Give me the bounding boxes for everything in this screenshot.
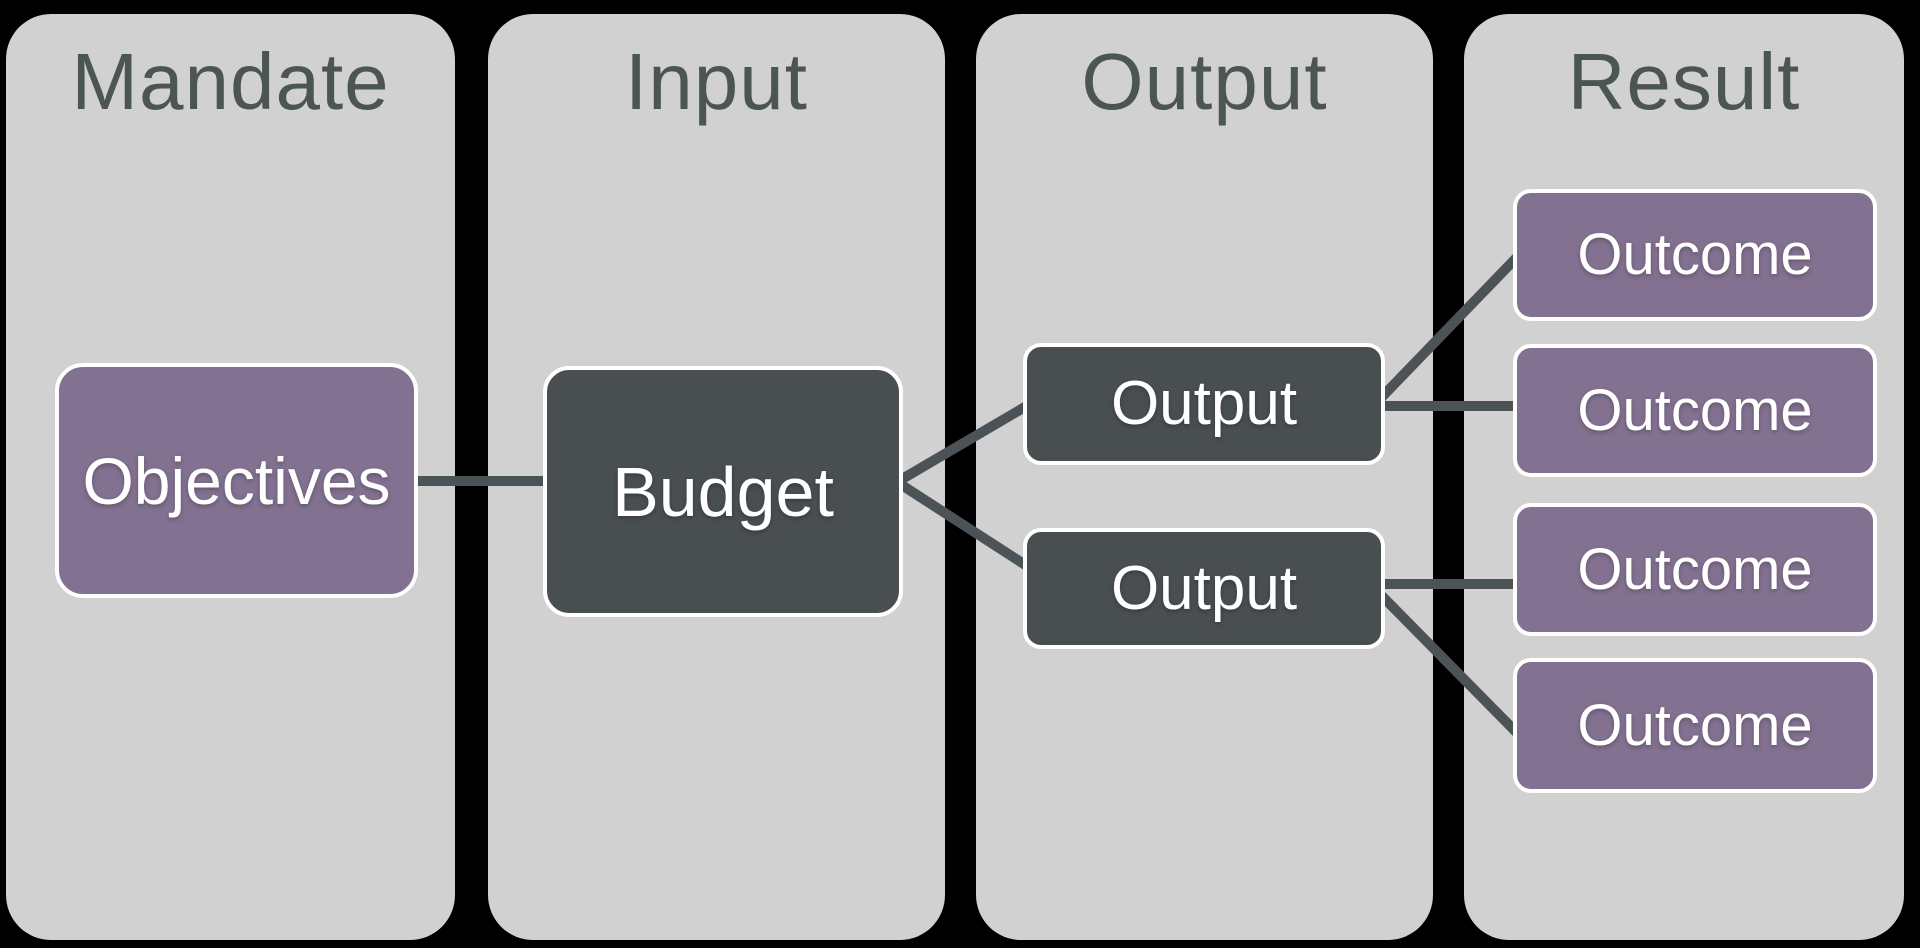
node-outcome-2: Outcome <box>1513 344 1877 477</box>
node-budget-label: Budget <box>612 452 834 531</box>
node-output-2-label: Output <box>1110 553 1298 623</box>
node-budget: Budget <box>543 366 903 617</box>
column-output: Output <box>976 14 1433 940</box>
node-output-1-label: Output <box>1110 369 1298 438</box>
node-output-1: Output <box>1023 343 1385 465</box>
column-result: Result <box>1464 14 1904 940</box>
node-outcome-3-label: Outcome <box>1577 536 1813 602</box>
node-output-2: Output <box>1023 528 1385 649</box>
column-header-output: Output <box>1081 37 1328 126</box>
node-outcome-1-label: Outcome <box>1577 222 1813 287</box>
node-outcome-1: Outcome <box>1513 189 1877 321</box>
node-objectives: Objectives <box>55 363 418 598</box>
node-outcome-2-label: Outcome <box>1577 377 1813 443</box>
column-header-input: Input <box>625 37 808 126</box>
node-outcome-4: Outcome <box>1513 658 1877 793</box>
node-outcome-3: Outcome <box>1513 503 1877 636</box>
node-objectives-label: Objectives <box>82 443 391 518</box>
column-header-mandate: Mandate <box>71 37 390 126</box>
column-header-result: Result <box>1567 37 1801 126</box>
node-outcome-4-label: Outcome <box>1577 692 1813 758</box>
